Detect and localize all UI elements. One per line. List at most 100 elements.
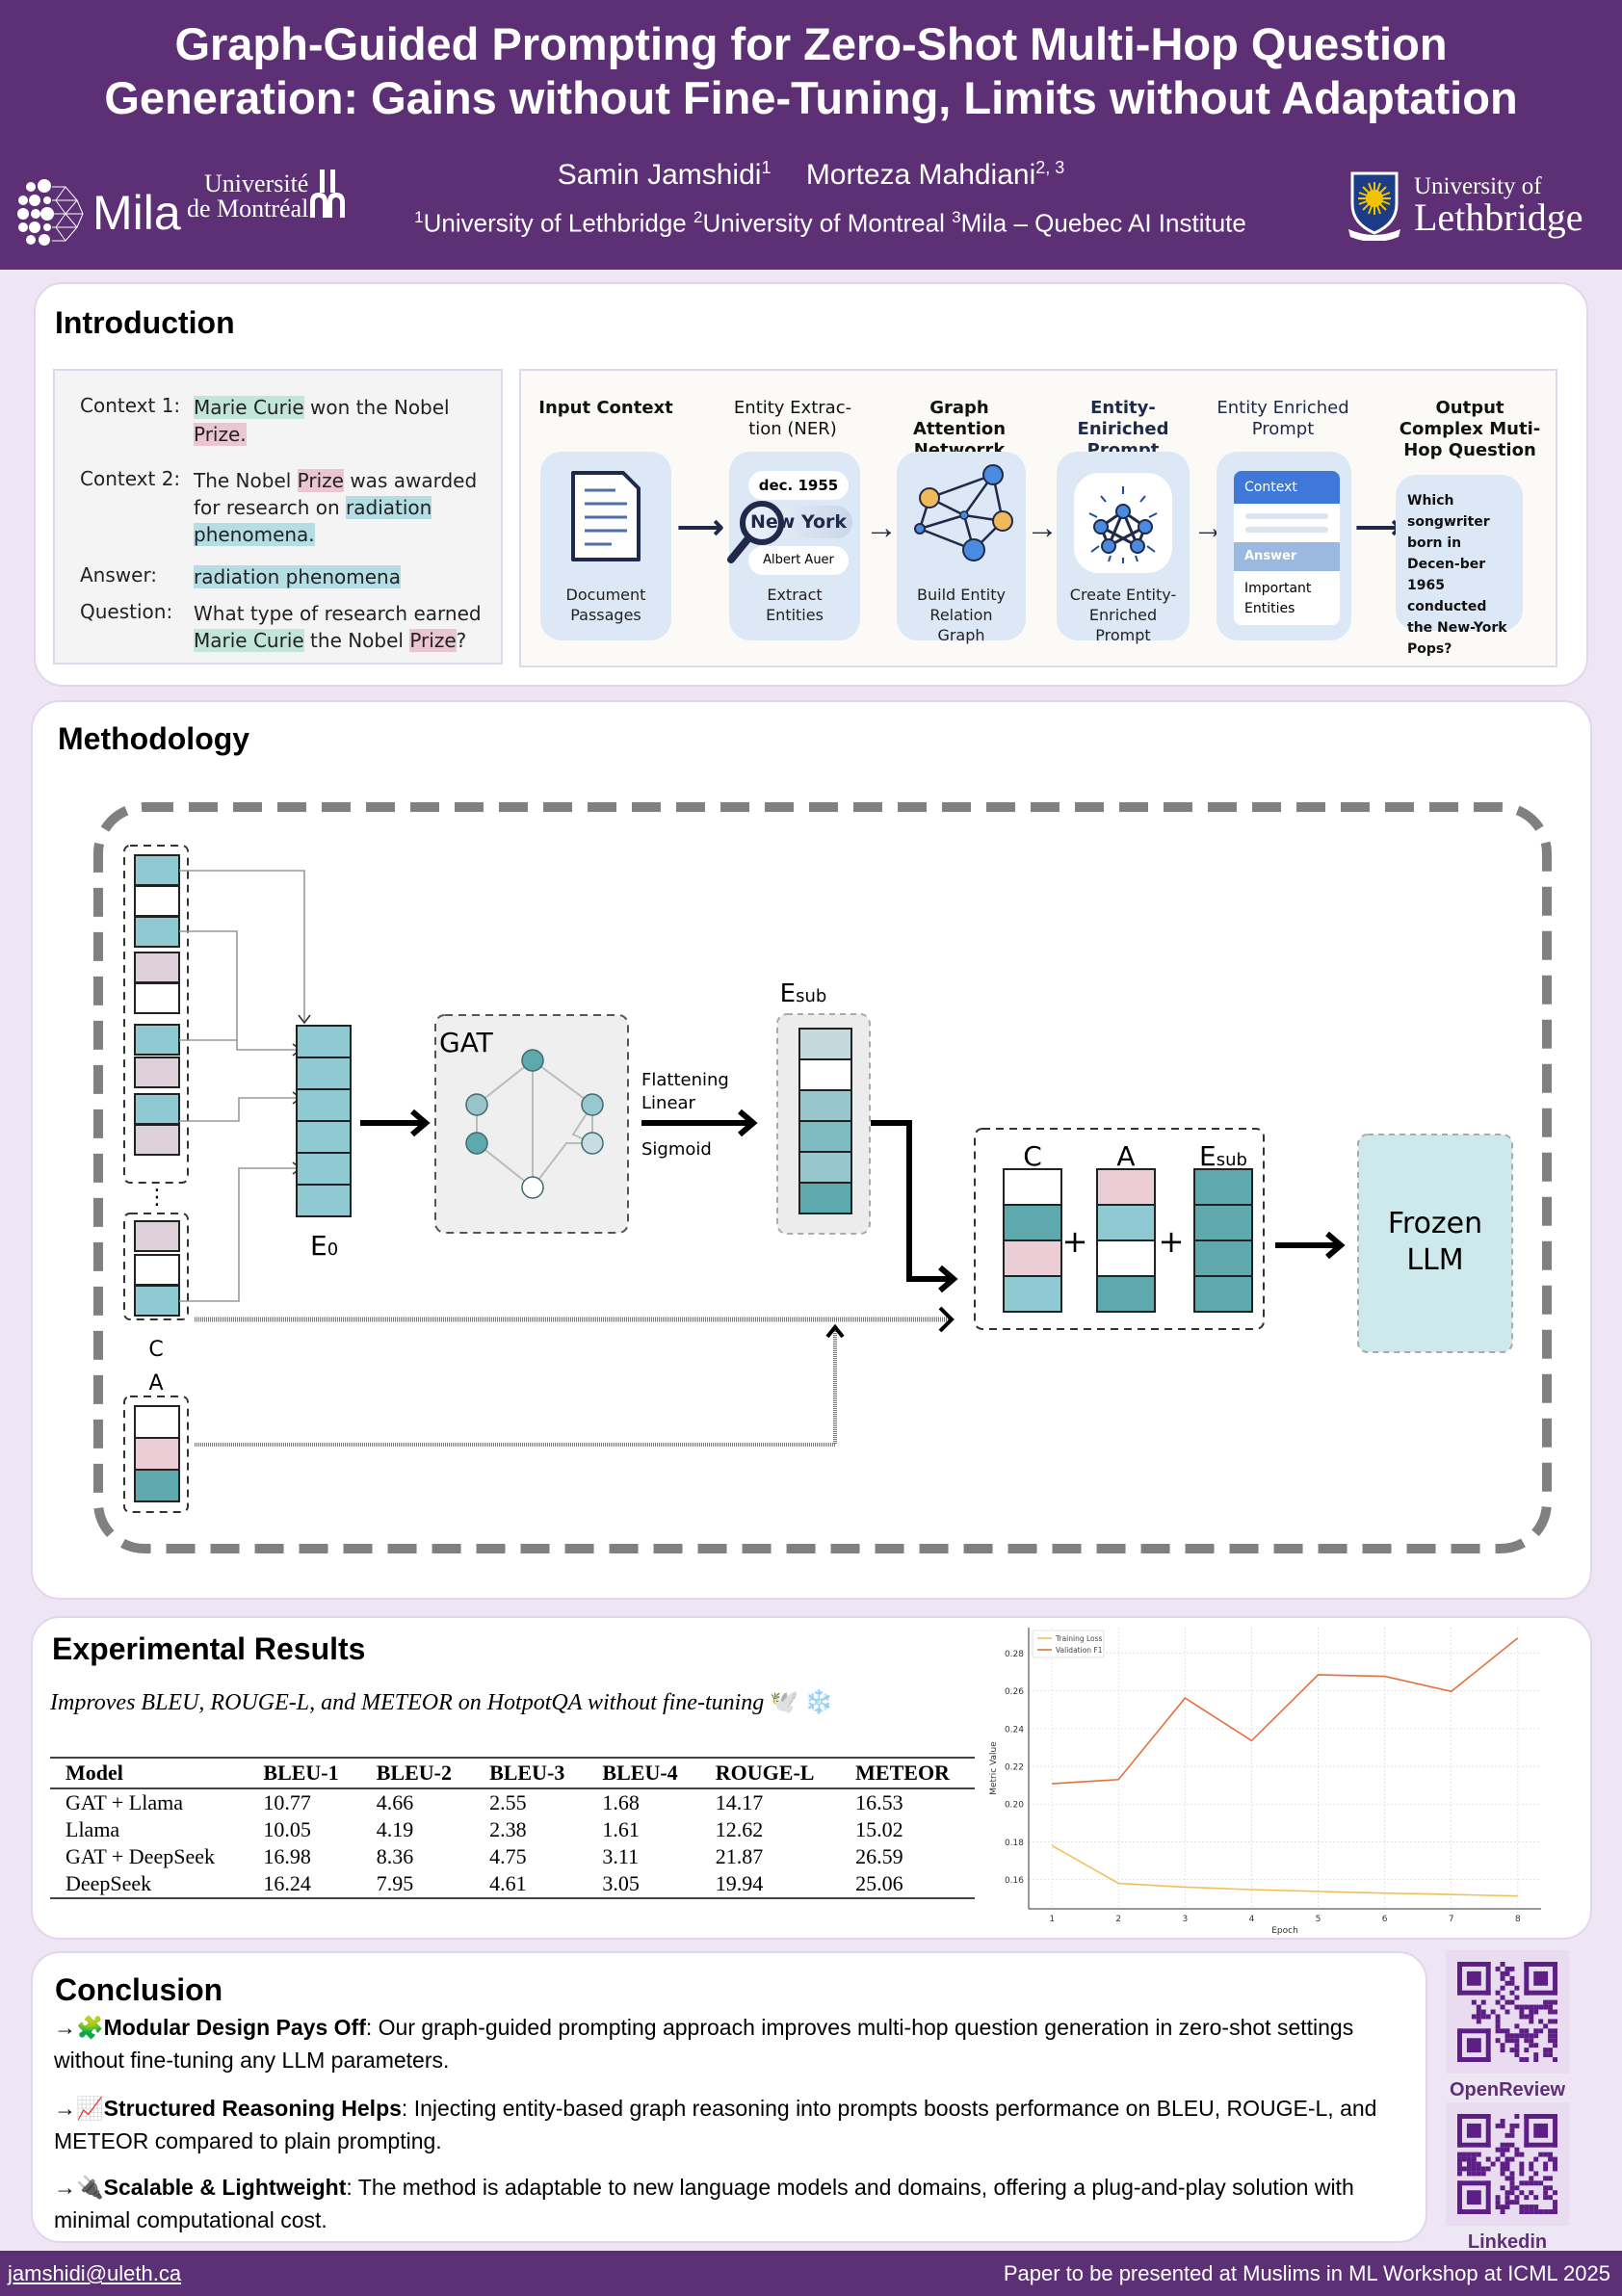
connector-a: [195, 1327, 837, 1447]
y-tick-label: 0.24: [1005, 1725, 1024, 1735]
stage-output-question: Which songwriter born in Decen-ber 1965 …: [1396, 475, 1523, 657]
chart-increasing-icon: 📈: [76, 2096, 104, 2121]
c-label: C: [148, 1338, 163, 1362]
x-tick-label: 8: [1515, 1915, 1521, 1924]
qr-code-icon: [1457, 2114, 1557, 2214]
plus-sign: +: [1062, 1223, 1088, 1260]
y-tick-label: 0.16: [1005, 1876, 1024, 1886]
linear-label: Linear: [641, 1093, 696, 1113]
token-cells: [134, 854, 180, 1156]
y-tick-label: 0.22: [1005, 1763, 1024, 1773]
title-line-1: Graph-Guided Prompting for Zero-Shot Mul…: [174, 18, 1448, 69]
stage-entity-extraction: dec. 1955 New York Albert Auer Extract E…: [727, 452, 860, 640]
e0-vector: [296, 1025, 352, 1217]
plus-sign: +: [1159, 1223, 1185, 1260]
uleth-wordmark: University of Lethbridge: [1414, 172, 1583, 239]
y-tick-label: 0.28: [1005, 1650, 1024, 1659]
arrow-icon: →: [54, 2096, 76, 2121]
legend-label: Training Loss: [1055, 1634, 1103, 1643]
email-link[interactable]: jamshidi@uleth.ca: [8, 2261, 182, 2285]
entity-chip: dec. 1955: [748, 471, 849, 500]
token-stack: [123, 845, 189, 1184]
author: Morteza Mahdiani2, 3: [805, 158, 1065, 191]
stage-input-context: Document Passages: [540, 452, 671, 640]
esub-label: Esub: [780, 979, 827, 1008]
entity-chip: Albert Auer: [748, 546, 849, 575]
connector-esub: [871, 1120, 952, 1282]
concat-c-vector: [1003, 1168, 1062, 1313]
stage-entity-prompt: Create Entity-Enriched Prompt: [1057, 452, 1190, 644]
document-icon: [571, 471, 641, 561]
example-context-2: Context 2: The Nobel Prize was awarded f…: [80, 467, 478, 546]
series-line-validation-f1: [1052, 1637, 1519, 1785]
answer-cell: [134, 1437, 180, 1471]
stage-gat: Build Entity Relation Graph: [897, 452, 1026, 644]
results-table: Model BLEU-1 BLEU-2 BLEU-3 BLEU-4 ROUGE-…: [50, 1757, 975, 1899]
section-heading: Introduction: [55, 305, 235, 340]
qr-openreview[interactable]: OpenReview: [1446, 1950, 1569, 2101]
gat-nodes: [465, 1049, 604, 1199]
prompt-card: Context Answer Important Entities: [1234, 471, 1340, 625]
author: Samin Jamshidi1: [557, 158, 772, 191]
e0-label: E0: [310, 1230, 338, 1262]
section-heading: Experimental Results: [52, 1631, 366, 1666]
example-context-1: Context 1: Marie Curie won the Nobel Pri…: [80, 394, 450, 446]
magnifier-icon: [727, 501, 784, 563]
plug-icon: 🔌: [76, 2175, 104, 2200]
results-subtitle: Improves BLEU, ROUGE-L, and METEOR on Ho…: [50, 1690, 834, 1715]
x-tick-label: 5: [1316, 1915, 1321, 1924]
qr-label: OpenReview: [1449, 2079, 1566, 2100]
context-cell: [134, 1285, 180, 1317]
y-axis-label: Metric Value: [989, 1741, 999, 1795]
stage-prompt-card: Context Answer Important Entities: [1216, 452, 1351, 640]
x-tick-label: 3: [1182, 1915, 1188, 1924]
ellipsis-label: ⋮: [146, 1186, 168, 1210]
table-header-row: Model BLEU-1 BLEU-2 BLEU-3 BLEU-4 ROUGE-…: [50, 1757, 975, 1789]
answer-stack: [123, 1396, 189, 1513]
mila-wordmark: Mila: [92, 186, 181, 240]
x-axis-label: Epoch: [1271, 1926, 1298, 1936]
graph-icon: [914, 464, 1013, 561]
arrow-right-icon: [1275, 1231, 1346, 1260]
qr-linkedin[interactable]: Linkedin: [1446, 2102, 1569, 2254]
uleth-logo: University of Lethbridge: [1347, 170, 1583, 241]
llm-label-line2: LLM: [1406, 1243, 1463, 1277]
qr-code-icon: [1457, 1962, 1557, 2062]
conclusion-panel: Conclusion: [31, 1951, 1427, 2243]
poster-footer: jamshidi@uleth.ca Paper to be presented …: [0, 2251, 1622, 2296]
series-line-training-loss: [1051, 1844, 1518, 1897]
x-tick-label: 7: [1449, 1915, 1454, 1924]
context-stack: [123, 1213, 189, 1320]
answer-cell: [134, 1405, 180, 1439]
context-cell: [134, 1254, 180, 1286]
concat-a-label: A: [1116, 1140, 1135, 1172]
llm-label-line1: Frozen: [1388, 1207, 1482, 1240]
qr-label: Linkedin: [1467, 2231, 1548, 2253]
outer-dashed-border: [93, 802, 1552, 1553]
venue-text: Paper to be presented at Muslims in ML W…: [1003, 2261, 1610, 2285]
flattening-label: Flattening: [641, 1070, 729, 1090]
x-tick-label: 6: [1382, 1915, 1388, 1924]
mila-logo: Mila: [17, 179, 181, 247]
title-line-2: Generation: Gains without Fine-Tuning, L…: [104, 72, 1518, 123]
author-list: Samin Jamshidi1 Morteza Mahdiani2, 3: [0, 158, 1622, 192]
concat-a-vector: [1096, 1168, 1156, 1313]
conclusion-item: →🔌Scalable & Lightweight: The method is …: [54, 2175, 1354, 2232]
sigmoid-label: Sigmoid: [641, 1139, 712, 1160]
poster-header: Graph-Guided Prompting for Zero-Shot Mul…: [0, 0, 1622, 270]
x-tick-label: 4: [1249, 1915, 1255, 1924]
concat-esub-vector: [1193, 1168, 1253, 1313]
connector-lines: [179, 870, 305, 1302]
pipeline-diagram: Input Context Document Passages ⟶ Entity…: [519, 369, 1557, 667]
arrow-right-icon: [360, 1109, 431, 1137]
arrow-right-icon: ⟶: [677, 509, 724, 546]
x-tick-label: 2: [1115, 1915, 1121, 1924]
udem-logo: Université de Montréal: [187, 170, 309, 222]
puzzle-icon: 🧩: [76, 2015, 104, 2040]
dove-snowflake-icon: 🕊️ ❄️: [770, 1690, 834, 1715]
